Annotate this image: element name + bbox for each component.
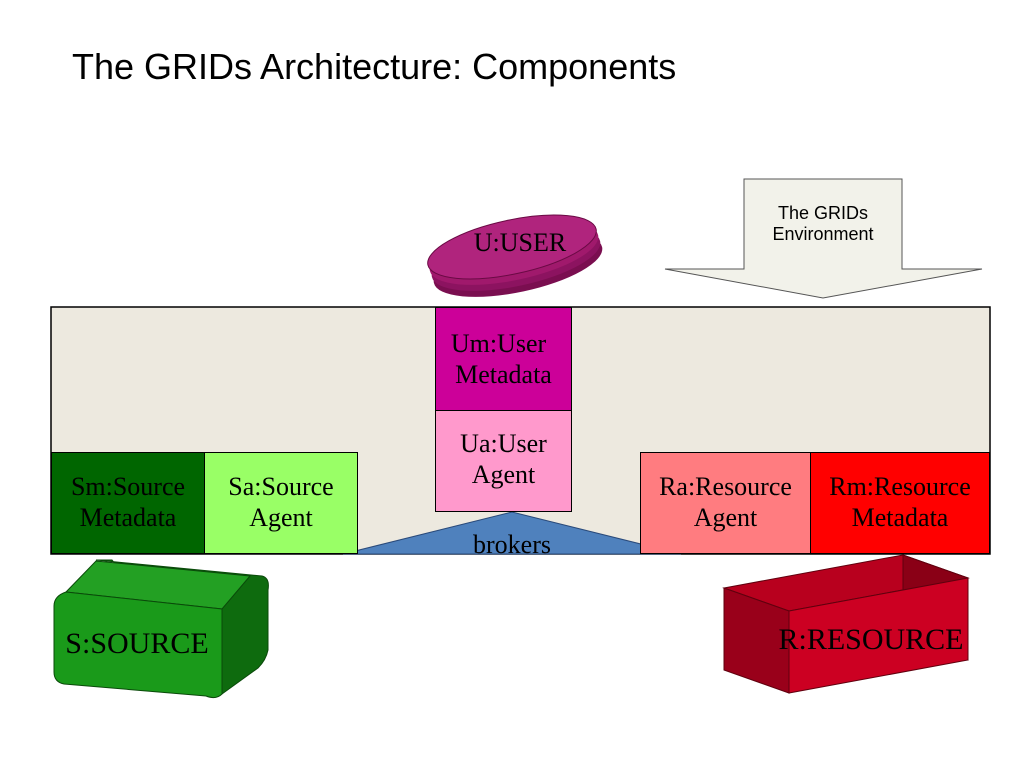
- source-agent-label: Sa:Source Agent: [204, 462, 358, 544]
- user-agent-line2: Agent: [471, 460, 536, 489]
- resource-block: [722, 554, 970, 694]
- user-agent-label: Ua:User Agent: [435, 420, 572, 500]
- resource-agent-label: Ra:Resource Agent: [640, 462, 811, 544]
- brokers-label-text: brokers: [473, 530, 551, 559]
- source-metadata-line2: Metadata: [79, 503, 177, 532]
- environment-label-line2: Environment: [772, 224, 874, 245]
- resource-metadata-box: [810, 452, 990, 554]
- resource-agent-line2: Agent: [693, 503, 758, 532]
- source-label-text: S:SOURCE: [65, 627, 209, 660]
- resource-metadata-line2: Metadata: [851, 503, 949, 532]
- user-agent-line1: Ua:User: [460, 429, 547, 459]
- source-metadata-box: [51, 452, 205, 554]
- source-agent-line2: Agent: [249, 503, 313, 532]
- user-disc: [427, 214, 603, 297]
- user-metadata-box: [435, 307, 572, 411]
- source-metadata-line1: Sm:Source: [70, 472, 186, 502]
- source-agent-line1: Sa:Source: [228, 472, 334, 502]
- brokers-label: brokers: [432, 530, 592, 561]
- resource-agent-box: [640, 452, 811, 554]
- user-metadata-label: Um:User Metadata: [435, 320, 572, 400]
- resource-label-text: R:RESOURCE: [778, 623, 964, 656]
- user-label-text: U:USER: [473, 228, 567, 257]
- resource-agent-line1: Ra:Resource: [659, 472, 792, 502]
- source-agent-box: [204, 452, 358, 554]
- resource-metadata-line1: Rm:Resource: [829, 472, 971, 502]
- user-agent-box: [435, 410, 572, 512]
- user-metadata-line1: Um:User: [450, 329, 547, 359]
- user-label: U:USER: [440, 228, 600, 259]
- environment-label: The GRIDs Environment: [744, 203, 902, 245]
- resource-label: R:RESOURCE: [764, 622, 978, 657]
- source-label: S:SOURCE: [52, 626, 222, 661]
- brokers-triangle: [342, 511, 682, 555]
- slide-title: The GRIDs Architecture: Components: [72, 46, 677, 87]
- source-block: [53, 559, 269, 699]
- resource-metadata-label: Rm:Resource Metadata: [810, 462, 990, 544]
- environment-label-line1: The GRIDs: [777, 203, 869, 223]
- environment-arrow: [664, 178, 983, 299]
- user-metadata-line2: Metadata: [455, 360, 552, 389]
- source-metadata-label: Sm:Source Metadata: [51, 462, 205, 544]
